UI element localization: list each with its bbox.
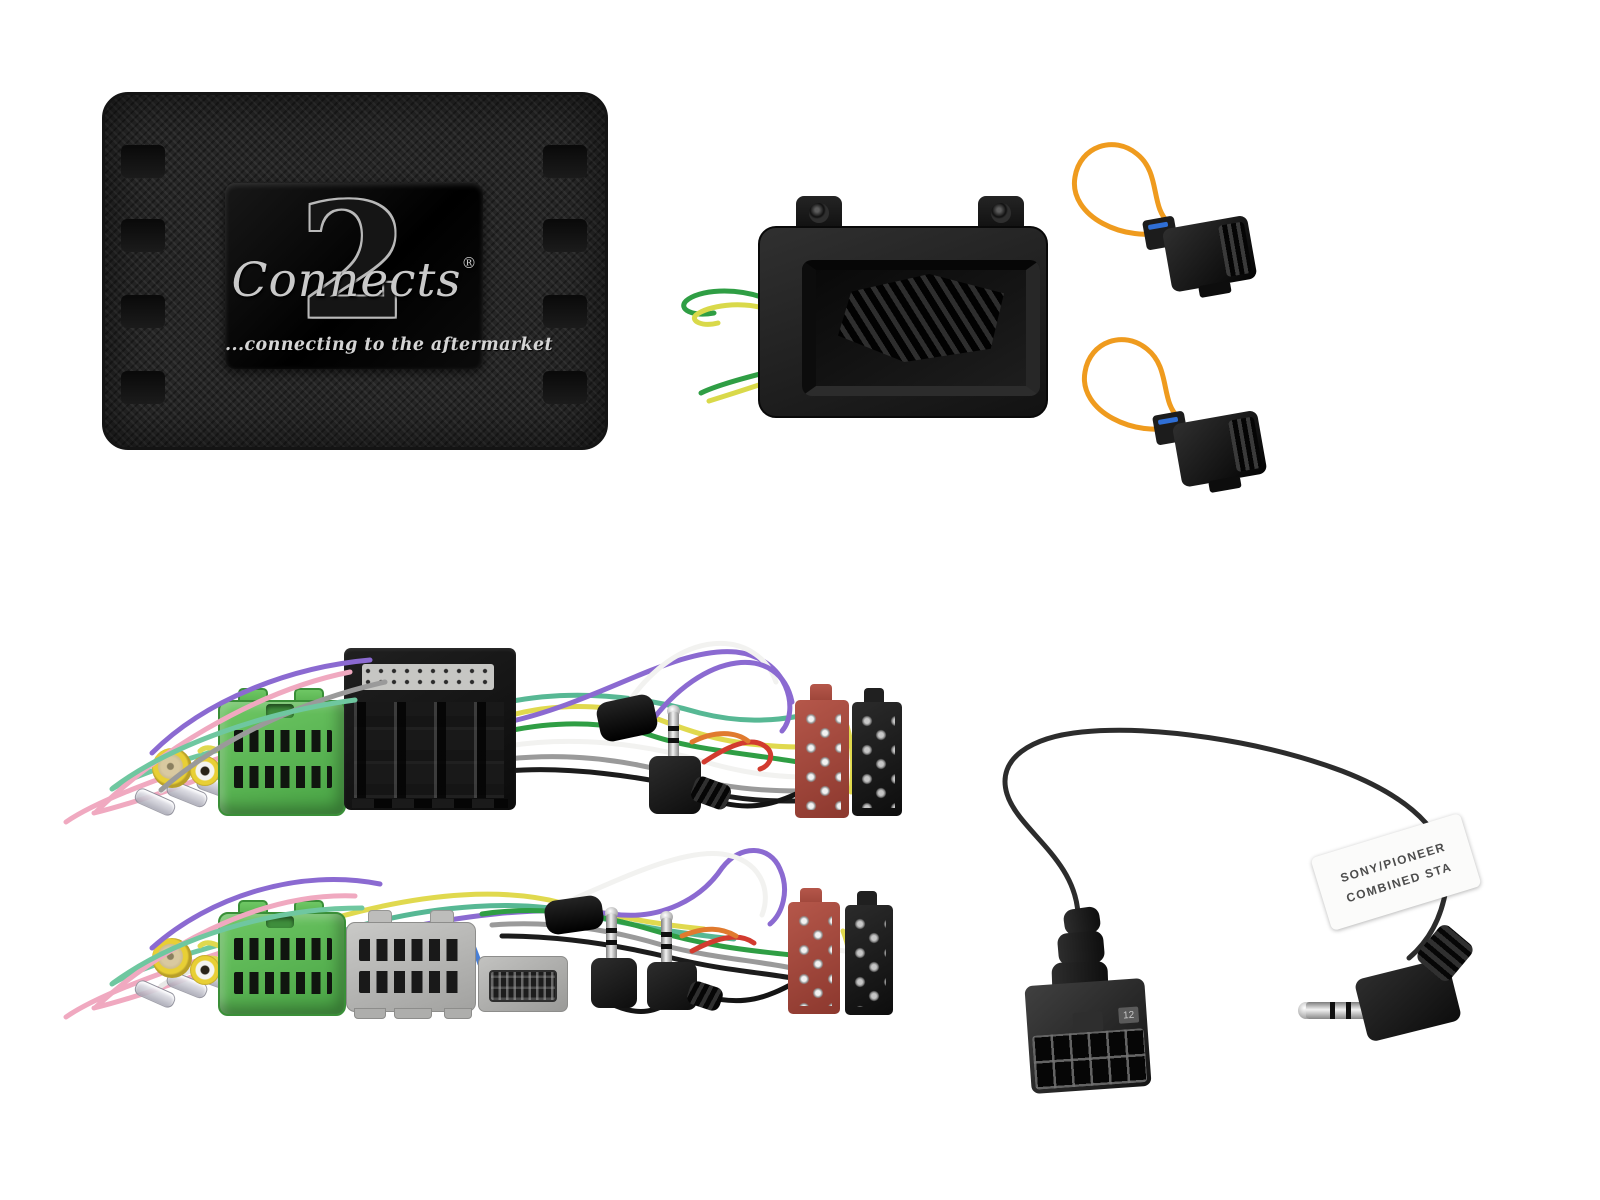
quadlock-connector bbox=[344, 648, 516, 810]
jack-body bbox=[649, 756, 701, 814]
quadlock-pin-field bbox=[354, 702, 504, 798]
connects2-logo-script: Connects® bbox=[231, 253, 477, 308]
interface-box: 2 Connects® ...connecting to the afterma… bbox=[102, 92, 608, 450]
iso-pins bbox=[859, 712, 895, 808]
small-gray-connector bbox=[478, 956, 568, 1012]
interface-box-tab bbox=[543, 371, 587, 404]
module-recess bbox=[802, 260, 1040, 396]
iso-connector-red bbox=[788, 902, 840, 1014]
jack-body bbox=[591, 958, 637, 1008]
iso-latch bbox=[864, 688, 884, 704]
iso-connector-red bbox=[795, 700, 849, 818]
iso-latch bbox=[857, 891, 877, 907]
volvo-green-connector bbox=[218, 700, 346, 816]
connects2-logo-numeral: 2 bbox=[299, 169, 409, 355]
plug-shaft bbox=[661, 918, 672, 964]
mounting-tab bbox=[978, 196, 1024, 230]
mounting-tab bbox=[796, 196, 842, 230]
plug-shaft bbox=[1306, 1002, 1366, 1019]
gray-connector-foot bbox=[444, 1008, 472, 1019]
iso-latch bbox=[810, 684, 832, 702]
registered-mark: ® bbox=[461, 254, 477, 272]
plug-ring bbox=[1330, 1002, 1335, 1019]
plug-ring bbox=[606, 940, 617, 945]
plug-ring bbox=[668, 738, 679, 743]
interface-box-tab bbox=[121, 219, 165, 252]
pin-row bbox=[359, 939, 463, 961]
plug-shaft bbox=[606, 914, 617, 960]
pin-row bbox=[359, 971, 463, 993]
harness2-over-wires bbox=[93, 877, 383, 1010]
vehicle-gray-connector bbox=[346, 922, 476, 1012]
pin-row bbox=[234, 972, 332, 994]
plug-ring bbox=[661, 932, 672, 937]
iso-latch bbox=[800, 888, 822, 906]
connects2-tagline: ...connecting to the aftermarket bbox=[225, 335, 554, 355]
interface-box-tab bbox=[543, 145, 587, 178]
interface-box-tab bbox=[543, 219, 587, 252]
connects2-logo-plate: 2 Connects® ...connecting to the afterma… bbox=[225, 169, 554, 369]
plug-ring bbox=[606, 928, 617, 933]
pin-row bbox=[234, 938, 332, 960]
pin-grid bbox=[489, 970, 557, 1002]
iso-pins bbox=[852, 915, 886, 1007]
gray-connector-foot bbox=[394, 1008, 432, 1019]
rca-plug-front bbox=[190, 955, 220, 985]
harness1-over-wires bbox=[93, 657, 388, 815]
interface-box-tab bbox=[121, 145, 165, 178]
module-body bbox=[758, 226, 1048, 418]
iso-connector-black bbox=[852, 702, 902, 816]
pin-row bbox=[234, 730, 332, 752]
plug-ring bbox=[661, 944, 672, 949]
interface-box-tab bbox=[121, 295, 165, 328]
volvo-green-connector bbox=[218, 912, 346, 1016]
plug-shaft bbox=[668, 712, 679, 760]
iso-pins bbox=[803, 710, 841, 810]
quadlock-pin-strip bbox=[362, 664, 494, 690]
quadlock-feet bbox=[352, 799, 508, 808]
plug-ring bbox=[1346, 1002, 1351, 1019]
gray-connector-foot bbox=[354, 1008, 386, 1019]
iso-connector-black bbox=[845, 905, 893, 1015]
mounting-hole bbox=[991, 203, 1011, 223]
pin-row bbox=[234, 766, 332, 788]
interface-box-tab bbox=[121, 371, 165, 404]
iso-pins bbox=[796, 912, 832, 1006]
interface-box-tab bbox=[543, 295, 587, 328]
fiber-loop-2 bbox=[1081, 337, 1182, 432]
plug-ring bbox=[668, 726, 679, 731]
fiber-loop-1 bbox=[1071, 142, 1172, 237]
mounting-hole bbox=[809, 203, 829, 223]
